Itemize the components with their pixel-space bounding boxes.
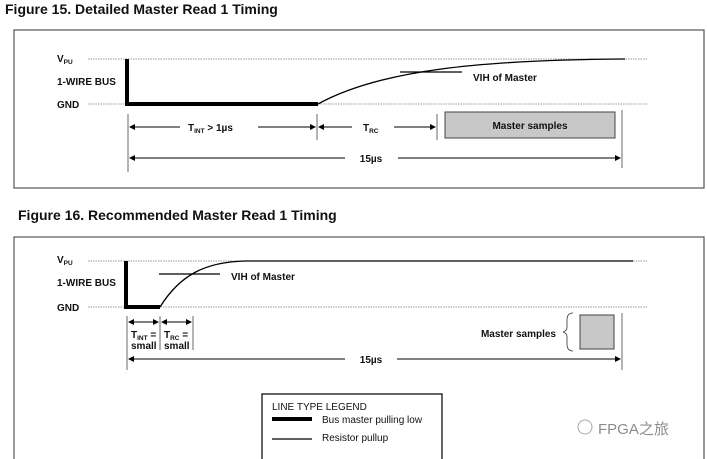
bus-label: 1-WIRE BUS [57, 77, 116, 88]
master-samples-window [579, 314, 615, 350]
trc-label-small: small [164, 341, 190, 352]
master-samples-window [444, 111, 616, 139]
master-pull-low-trace [124, 261, 160, 309]
wechat-icon [577, 419, 593, 435]
legend-item-label: Resistor pullup [322, 433, 389, 444]
vih-label: VIH of Master [473, 73, 537, 84]
master-samples-label: Master samples [481, 329, 556, 340]
total-duration-label: 15µs [360, 154, 383, 165]
tint-label: TINT > 1µs [188, 123, 233, 135]
brace-icon [562, 312, 574, 352]
pullup-curve [317, 58, 626, 105]
legend-item-label: Bus master pulling low [322, 415, 423, 426]
legend-title: LINE TYPE LEGEND [272, 402, 367, 413]
vpu-label: VPU [57, 54, 73, 66]
pullup-curve [159, 260, 633, 308]
gnd-label: GND [57, 100, 79, 111]
figure15-diagram: VPU 1-WIRE BUS GND VIH of Master TINT > … [57, 54, 648, 172]
figure15-frame [13, 29, 705, 189]
figure15-title: Figure 15. Detailed Master Read 1 Timing [5, 1, 278, 17]
legend-frame [261, 393, 443, 459]
watermark-text: FPGA之旅 [598, 421, 669, 438]
vih-label: VIH of Master [231, 272, 295, 283]
figure16-title: Figure 16. Recommended Master Read 1 Tim… [18, 207, 337, 223]
master-samples-label: Master samples [492, 121, 567, 132]
figure16-diagram: VPU 1-WIRE BUS GND VIH of Master TINT = … [57, 255, 648, 370]
trc-label: TRC [363, 123, 379, 135]
total-duration-label: 15µs [360, 355, 383, 366]
gnd-label: GND [57, 303, 79, 314]
tint-label: TINT = [131, 330, 156, 342]
trc-label: TRC = [164, 330, 188, 342]
line-type-legend: LINE TYPE LEGEND Bus master pulling low … [261, 393, 443, 459]
master-pull-low-trace [125, 59, 318, 106]
watermark: FPGA之旅 [577, 419, 669, 438]
tint-label-small: small [131, 341, 157, 352]
bus-label: 1-WIRE BUS [57, 278, 116, 289]
vpu-label: VPU [57, 255, 73, 267]
